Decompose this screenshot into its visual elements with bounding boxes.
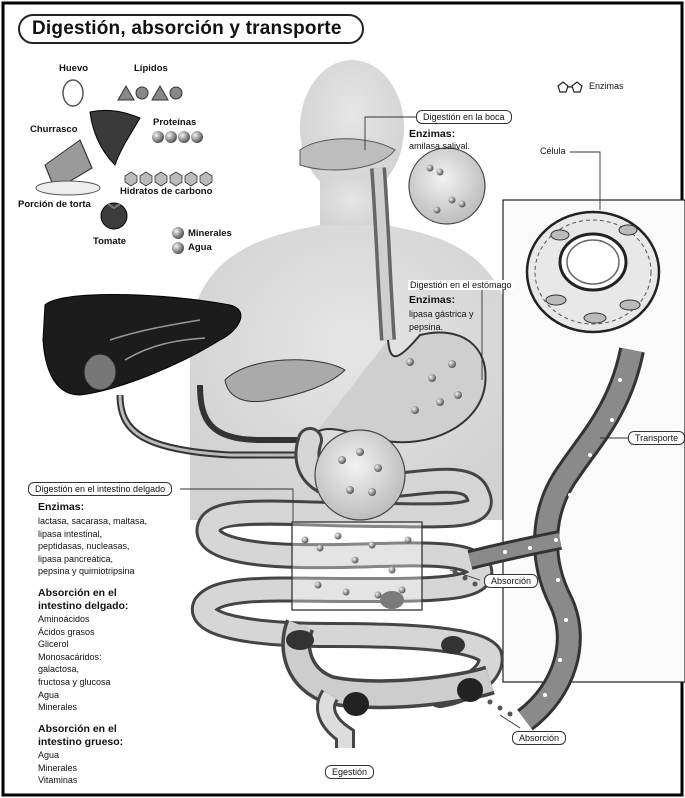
- absorption-small-item: Ácidos grasos: [38, 626, 111, 639]
- absorption-label-small: Absorción: [484, 574, 538, 588]
- absorption-small-item: Glicerol: [38, 638, 111, 651]
- food-label-lipids: Lípidos: [134, 63, 168, 74]
- mouth-zoom-circle: [409, 148, 485, 224]
- food-label-egg: Huevo: [59, 63, 88, 74]
- egestion-label: Egestión: [325, 765, 374, 779]
- mouth-enzymes-text: amilasa salival.: [409, 141, 470, 151]
- mouth-enzymes-header: Enzimas:: [409, 128, 455, 140]
- cell-graphic: [527, 212, 659, 332]
- enzyme-legend-icon: [558, 82, 582, 92]
- absorption-label-large: Absorción: [512, 731, 566, 745]
- stomach-enzymes-list: lipasa gástrica y pepsina.: [409, 308, 474, 333]
- absorption-small-header: Absorción en el intestino delgado:: [38, 587, 128, 612]
- absorption-large-item: Agua: [38, 749, 77, 762]
- absorption-small-item: fructosa y glucosa: [38, 676, 111, 689]
- small-intestine-enzyme-item: lipasa intestinal,: [38, 528, 147, 541]
- absorption-small-item: Minerales: [38, 701, 111, 714]
- absorption-large-item: Minerales: [38, 762, 77, 775]
- small-intestine-enzymes-header: Enzimas:: [38, 501, 84, 513]
- food-label-tomato: Tomate: [93, 236, 126, 247]
- food-label-cake: Porción de torta: [18, 199, 91, 210]
- small-intestine-enzyme-item: pepsina y quimiotripsina: [38, 565, 147, 578]
- page-title: Digestión, absorción y transporte: [32, 18, 342, 40]
- food-icons: [36, 80, 212, 254]
- absorption-small-item: Monosacáridos:: [38, 651, 111, 664]
- food-label-steak: Churrasco: [30, 124, 78, 135]
- absorption-small-list: Aminoácidos Ácidos grasos Glicerol Monos…: [38, 613, 111, 714]
- absorption-small-header-line: Absorción en el: [38, 587, 128, 600]
- absorption-large-list: Agua Minerales Vitaminas: [38, 749, 77, 787]
- stomach-digestion-label: Digestión en el estómago: [408, 280, 514, 290]
- title-box: Digestión, absorción y transporte: [18, 14, 364, 44]
- small-intestine-enzyme-item: peptidasas, nucleasas,: [38, 540, 147, 553]
- small-intestine-enzyme-item: lipasa pancreática,: [38, 553, 147, 566]
- food-label-water: Agua: [188, 242, 212, 253]
- absorption-small-header-line: intestino delgado:: [38, 600, 128, 613]
- small-intestine-enzymes-list: lactasa, sacarasa, maltasa, lipasa intes…: [38, 515, 147, 578]
- absorption-large-header: Absorción en el intestino grueso:: [38, 723, 123, 748]
- cell-label: Célula: [540, 146, 566, 156]
- food-label-carbs: Hidratos de carbono: [120, 186, 212, 197]
- stomach-enzyme-item: lipasa gástrica y: [409, 308, 474, 321]
- absorption-large-header-line: Absorción en el: [38, 723, 123, 736]
- absorption-small-item: Aminoácidos: [38, 613, 111, 626]
- absorption-small-item: galactosa,: [38, 663, 111, 676]
- food-label-proteins: Proteínas: [153, 117, 196, 128]
- absorption-large-item: Vitaminas: [38, 774, 77, 787]
- legend-enzymes-label: Enzimas: [589, 81, 624, 91]
- stomach-enzymes-header: Enzimas:: [409, 294, 455, 306]
- transport-label: Transporte: [628, 431, 685, 445]
- small-intestine-digestion-label: Digestión en el intestino delgado: [28, 482, 172, 496]
- stomach-enzyme-item: pepsina.: [409, 321, 474, 334]
- mouth-digestion-label: Digestión en la boca: [416, 110, 512, 124]
- absorption-large-header-line: intestino grueso:: [38, 736, 123, 749]
- small-intestine-enzyme-item: lactasa, sacarasa, maltasa,: [38, 515, 147, 528]
- absorption-small-item: Agua: [38, 689, 111, 702]
- stomach-zoom-circle: [315, 430, 405, 520]
- food-label-minerals: Minerales: [188, 228, 232, 239]
